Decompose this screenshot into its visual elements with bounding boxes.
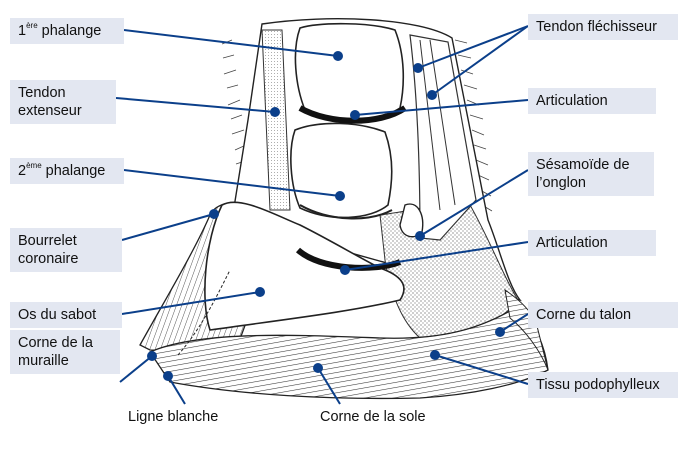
- label-heel-horn-text: Corne du talon: [536, 307, 631, 323]
- anchor-dot-coronary-band: [209, 209, 219, 219]
- label-flexor-tendon: Tendon fléchisseur: [528, 14, 678, 40]
- label-navicular-line2: l’onglon: [536, 174, 646, 192]
- anchor-dot-lower-joint: [340, 265, 350, 275]
- leader-sole-horn: [318, 368, 340, 404]
- leader-laminae: [435, 355, 528, 384]
- label-white-line: Ligne blanche: [120, 404, 250, 430]
- label-upper-joint: Articulation: [528, 88, 656, 114]
- anchor-dot-upper-joint: [350, 110, 360, 120]
- leader-flexor-tendon-b: [432, 26, 528, 95]
- label-coronary-band-line1: Bourrelet: [18, 232, 114, 250]
- label-coffin-bone: Os du sabot: [10, 302, 122, 328]
- label-extensor-tendon: Tendon extenseur: [10, 80, 116, 124]
- label-navicular-line1: Sésamoïde de: [536, 156, 646, 174]
- leader-navicular: [420, 170, 528, 236]
- leader-first-phalanx: [124, 30, 338, 56]
- leader-coffin-bone: [122, 292, 260, 314]
- label-second-phalanx: 2ème phalange: [10, 158, 124, 184]
- label-flexor-tendon-text: Tendon fléchisseur: [536, 19, 657, 35]
- anchor-dot-white-line: [163, 371, 173, 381]
- label-sole-horn: Corne de la sole: [312, 404, 472, 430]
- label-coronary-band-line2: coronaire: [18, 250, 114, 268]
- leader-second-phalanx: [124, 170, 340, 196]
- label-navicular: Sésamoïde de l’onglon: [528, 152, 654, 196]
- label-second-phalanx-num: 2: [18, 163, 26, 179]
- anchor-dot-wall-horn: [147, 351, 157, 361]
- anchor-dot-second-phalanx: [335, 191, 345, 201]
- leader-upper-joint: [355, 100, 528, 115]
- label-extensor-tendon-line1: Tendon: [18, 84, 108, 102]
- label-wall-horn-line1: Corne de la: [18, 334, 112, 352]
- anchor-dot-flexor-tendon-a: [413, 63, 423, 73]
- anchor-dot-heel-horn: [495, 327, 505, 337]
- label-extensor-tendon-line2: extenseur: [18, 102, 108, 120]
- leader-lower-joint: [345, 242, 528, 270]
- anchor-dot-flexor-tendon-b: [427, 90, 437, 100]
- label-coronary-band: Bourrelet coronaire: [10, 228, 122, 272]
- label-first-phalanx-sup: ère: [26, 21, 38, 30]
- anchor-dot-laminae: [430, 350, 440, 360]
- leader-coronary-band: [122, 214, 214, 240]
- leader-extensor-tendon: [116, 98, 275, 112]
- label-wall-horn-line2: muraille: [18, 352, 112, 370]
- label-lower-joint-text: Articulation: [536, 235, 608, 251]
- label-first-phalanx-text: phalange: [38, 23, 102, 39]
- anchor-dot-sole-horn: [313, 363, 323, 373]
- label-wall-horn: Corne de la muraille: [10, 330, 120, 374]
- label-heel-horn: Corne du talon: [528, 302, 678, 328]
- leader-flexor-tendon-a: [418, 26, 528, 68]
- label-upper-joint-text: Articulation: [536, 93, 608, 109]
- label-second-phalanx-text: phalange: [42, 163, 106, 179]
- label-laminae-text: Tissu podophylleux: [536, 377, 660, 393]
- label-first-phalanx-num: 1: [18, 23, 26, 39]
- label-first-phalanx: 1ère phalange: [10, 18, 124, 44]
- label-second-phalanx-sup: ème: [26, 161, 42, 170]
- anchor-dot-extensor-tendon: [270, 107, 280, 117]
- label-sole-horn-text: Corne de la sole: [320, 409, 426, 425]
- label-laminae: Tissu podophylleux: [528, 372, 678, 398]
- anchor-dot-coffin-bone: [255, 287, 265, 297]
- label-white-line-text: Ligne blanche: [128, 409, 218, 425]
- label-lower-joint: Articulation: [528, 230, 656, 256]
- anchor-dot-navicular: [415, 231, 425, 241]
- anchor-dot-first-phalanx: [333, 51, 343, 61]
- label-coffin-bone-text: Os du sabot: [18, 307, 96, 323]
- leader-wall-horn: [120, 356, 152, 382]
